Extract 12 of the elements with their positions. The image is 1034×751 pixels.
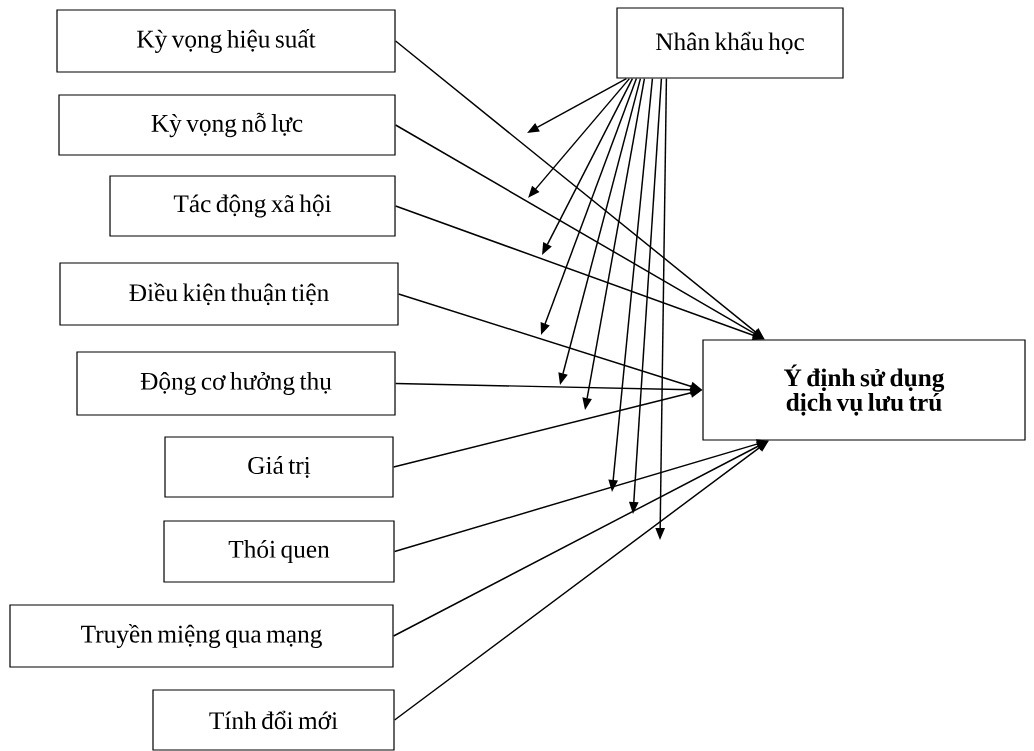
construct-box: Truyền miệng qua mạng: [9, 604, 394, 668]
construct-box: Giá trị: [164, 436, 394, 498]
construct-box: Động cơ hưởng thụ: [76, 351, 396, 416]
arrow: [528, 77, 631, 198]
construct-box: Tác động xã hội: [109, 175, 396, 237]
construct-box: Tính đổi mới: [152, 689, 395, 751]
construct-box: Điều kiện thuận tiện: [59, 262, 399, 326]
construct-box: Thói quen: [163, 520, 395, 583]
construct-box: Ý định sử dụng dịch vụ lưu trú: [702, 339, 1026, 441]
construct-box: Nhân khẩu học: [616, 7, 844, 79]
construct-box: Kỳ vọng hiệu suất: [56, 9, 396, 73]
construct-box: Kỳ vọng nỗ lực: [58, 94, 396, 156]
